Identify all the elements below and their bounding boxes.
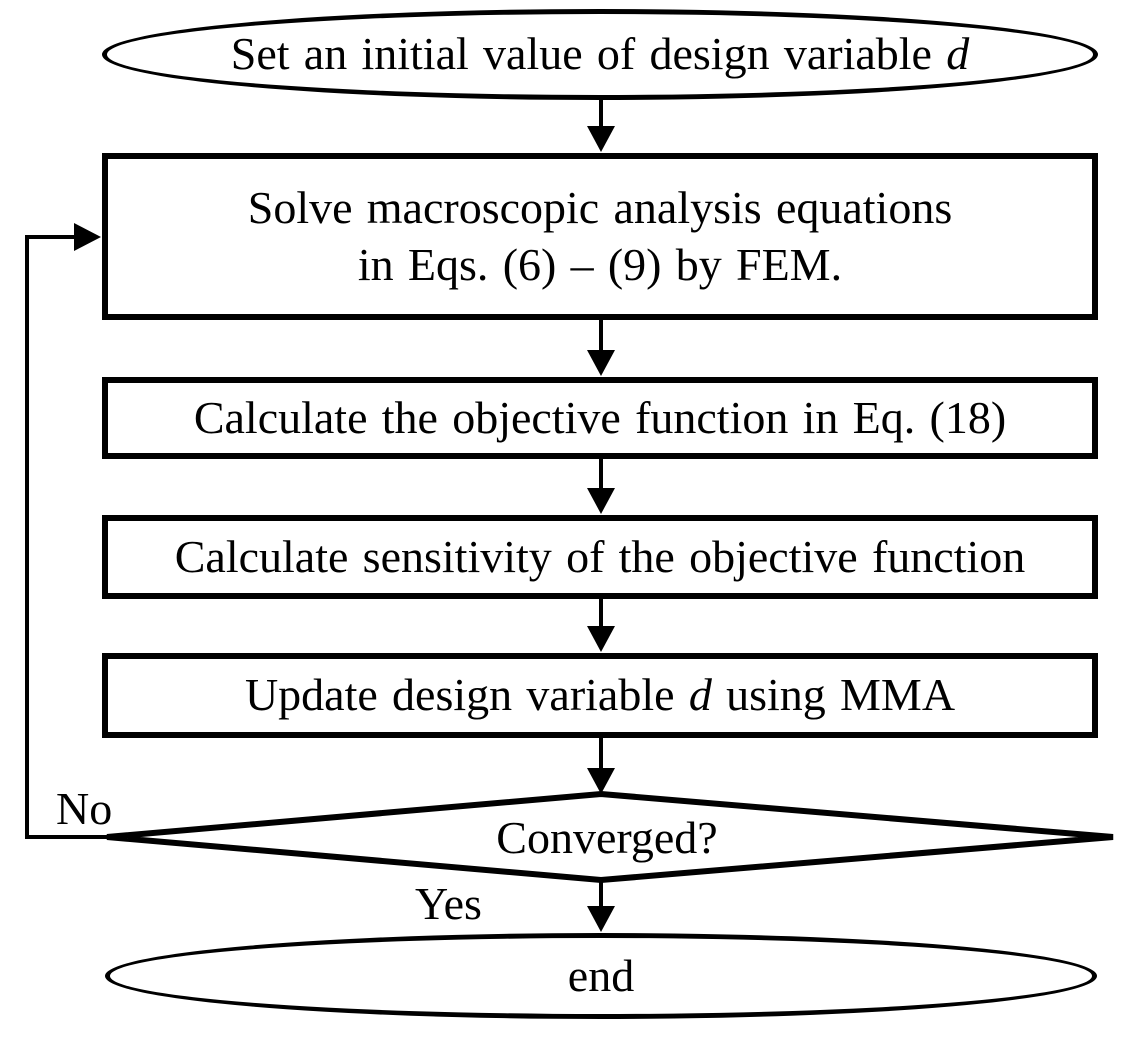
- arrowhead-icon: [587, 350, 615, 376]
- node-solve-macroscopic: Solve macroscopic analysis equations in …: [102, 153, 1098, 320]
- yes-branch-label: Yes: [415, 878, 482, 929]
- decision-label: Converged?: [496, 811, 718, 863]
- edge-line: [25, 235, 109, 839]
- node-end: end: [105, 933, 1097, 1019]
- arrowhead-icon: [587, 626, 615, 652]
- edge-decision-to-end: [587, 880, 615, 932]
- sensitivity-label: Calculate sensitivity of the objective f…: [174, 530, 1026, 582]
- node-start-label: Set an initial value of design variable …: [231, 26, 970, 82]
- objective-label: Calculate the objective function in Eq. …: [193, 391, 1007, 443]
- node-decision-converged: Converged?: [102, 796, 1112, 880]
- edge-start-to-solve: [587, 98, 615, 152]
- update-label-suffix: using MMA: [726, 669, 956, 721]
- edge-update-to-decision: [587, 736, 615, 794]
- node-start: Set an initial value of design variable …: [102, 9, 1098, 100]
- arrowhead-icon: [587, 906, 615, 932]
- arrowhead-icon: [587, 768, 615, 794]
- arrowhead-icon: [74, 223, 101, 251]
- edge-objective-to-sensitivity: [587, 457, 615, 514]
- node-objective-function: Calculate the objective function in Eq. …: [102, 377, 1098, 459]
- edge-sensitivity-to-update: [587, 597, 615, 652]
- no-branch-label: No: [56, 783, 113, 834]
- edge-decision-no-loop: [25, 223, 109, 839]
- edge-solve-to-objective: [587, 318, 615, 376]
- solve-line-2: in Eqs. (6) – (9) by FEM.: [357, 238, 843, 290]
- end-label: end: [567, 949, 635, 1001]
- design-variable-symbol: d: [688, 669, 712, 721]
- start-label-text: Set an initial value of design variable: [230, 28, 932, 80]
- node-sensitivity: Calculate sensitivity of the objective f…: [102, 515, 1098, 599]
- solve-line-1: Solve macroscopic analysis equations: [247, 182, 953, 234]
- update-label: Update design variable d using MMA: [245, 667, 955, 723]
- arrowhead-icon: [587, 126, 615, 152]
- update-label-prefix: Update design variable: [244, 669, 675, 721]
- arrowhead-icon: [587, 488, 615, 514]
- design-variable-symbol: d: [946, 28, 970, 80]
- node-update-design-variable: Update design variable d using MMA: [102, 653, 1098, 738]
